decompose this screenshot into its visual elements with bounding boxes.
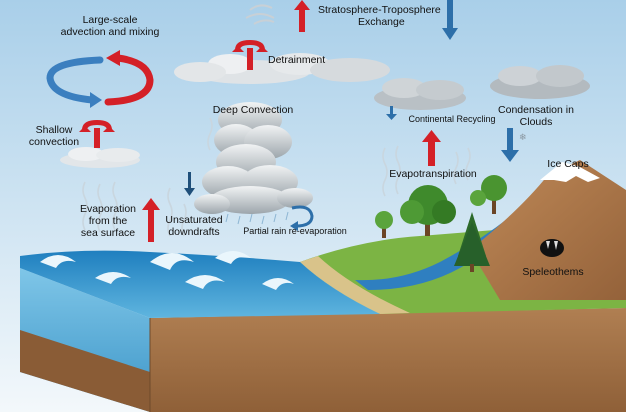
- downdraft-arrow: [184, 172, 195, 196]
- strat-down-arrow: [442, 0, 458, 40]
- flow-arrows: [142, 0, 519, 242]
- label-line: Large-scale: [82, 14, 138, 26]
- red-loop-arrow: [104, 54, 154, 106]
- label-line: sea surface: [80, 227, 136, 239]
- snow-cap: [540, 162, 600, 182]
- tree-canopy: [470, 190, 486, 206]
- label-line: downdrafts: [168, 226, 220, 238]
- label-shallow-convection: Shallow convection: [14, 124, 94, 148]
- label-line: Clouds: [519, 116, 553, 128]
- re-evaporation-curl-arrow: [291, 205, 314, 228]
- label-line: Evaporation: [79, 203, 137, 215]
- speleothems-cave: [540, 239, 564, 257]
- label-evapotranspiration: Evapotranspiration: [389, 168, 477, 180]
- rain: [225, 211, 289, 225]
- vapor-wisps: [82, 117, 471, 237]
- pine-tree: [454, 222, 490, 266]
- label-ice-caps: Ice Caps: [547, 158, 589, 170]
- tree-canopy: [400, 200, 424, 224]
- continental-down-arrow: [386, 106, 397, 120]
- tree-canopy: [375, 211, 393, 229]
- deep-convection-cloud: [194, 102, 313, 214]
- evapotranspiration-up-arrow: [422, 130, 441, 166]
- red-loop-head: [106, 50, 120, 66]
- label-large-scale: Large-scale advection and mixing: [50, 14, 170, 38]
- label-condensation: Condensation in Clouds: [486, 104, 586, 128]
- label-continental-recycling: Continental Recycling: [408, 114, 496, 124]
- label-line: Exchange: [358, 16, 405, 28]
- label-evaporation: Evaporation from the sea surface: [70, 203, 146, 239]
- label-unsaturated-downdrafts: Unsaturated downdrafts: [156, 214, 232, 238]
- trees: [375, 175, 507, 272]
- soil-front: [150, 308, 626, 412]
- tree-trunk: [492, 194, 496, 214]
- stalactite: [546, 241, 558, 250]
- label-speleothems: Speleothems: [522, 266, 584, 278]
- blue-loop-head: [90, 92, 102, 108]
- label-deep-convection: Deep Convection: [212, 104, 294, 116]
- label-strat-trop: Stratosphere-Troposphere Exchange: [318, 4, 441, 28]
- label-line: advection and mixing: [60, 26, 160, 38]
- wave-3: [215, 251, 251, 264]
- wave-2: [150, 253, 194, 270]
- wind-swirl: [245, 4, 275, 25]
- ocean: [20, 250, 380, 318]
- label-line: from the: [88, 215, 128, 227]
- label-line: Condensation in: [498, 104, 574, 116]
- wave-6: [262, 278, 294, 290]
- mountain: [470, 160, 626, 300]
- label-line: Shallow: [35, 124, 73, 136]
- advection-loop: [46, 50, 154, 108]
- strat-up-arrow: [294, 0, 310, 32]
- label-detrainment: Detrainment: [268, 54, 326, 66]
- tree-canopy: [432, 200, 456, 224]
- wave-5: [95, 272, 131, 284]
- detrainment-arrow: [232, 40, 268, 70]
- detrainment-cloud: [174, 53, 390, 84]
- mountain-body: [470, 160, 626, 300]
- evaporation-up-arrow: [142, 198, 160, 242]
- shallow-cloud: [60, 147, 140, 168]
- blue-loop-arrow: [46, 56, 104, 104]
- tree-canopy: [481, 175, 507, 201]
- label-line: convection: [28, 136, 80, 148]
- condensation-down-arrow: [501, 128, 519, 162]
- label-line: Unsaturated: [165, 214, 223, 226]
- label-line: Stratosphere-Troposphere: [318, 4, 441, 16]
- shallow-convection-arrow: [79, 120, 115, 148]
- label-partial-rain: Partial rain re-evaporation: [243, 226, 347, 236]
- tree-trunk: [382, 222, 386, 238]
- tree-trunk: [470, 264, 474, 272]
- cave-opening: [540, 239, 564, 257]
- wave-4: [185, 275, 225, 289]
- soil-side-lower: [20, 330, 150, 412]
- wave-1: [40, 255, 76, 268]
- sand-shore: [300, 256, 410, 314]
- snowflake-icon: ❄: [519, 133, 527, 143]
- re-evaporation-curl-head: [290, 221, 298, 231]
- clouds: [60, 4, 590, 225]
- continental-clouds: [374, 65, 590, 110]
- earth-block: [20, 268, 626, 412]
